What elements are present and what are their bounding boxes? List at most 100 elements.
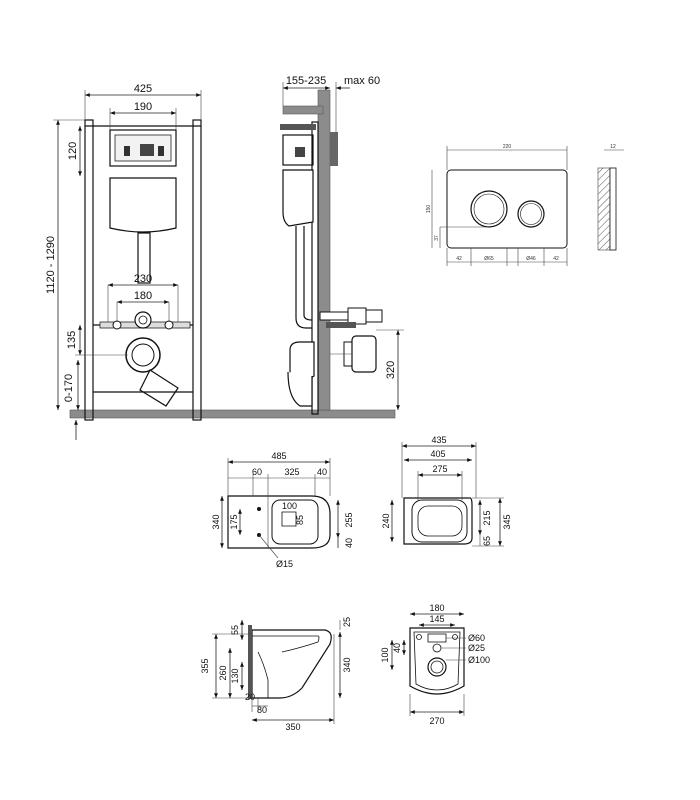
valve-right [158,146,164,156]
dim-total-height: 1120 - 1290 [45,236,57,294]
side-rim-height: 340 [342,657,352,672]
wall [317,89,331,411]
plate-width: 220 [503,144,512,150]
dim-drain-height: 135 [66,331,78,349]
bowl-top-hole [281,511,297,527]
dim-pipe-outer: 230 [134,273,152,285]
bowl-left-gap: 60 [252,467,262,477]
plate-small-button: Ø46 [526,256,536,262]
side-outlet-level: 130 [230,668,240,683]
valve-center [140,144,154,156]
side-length: 350 [285,722,300,732]
front-view: 425 190 120 1120 - 1290 230 180 135 0-17… [45,83,396,440]
side-drain-elbow [287,371,313,407]
wall-top-ledge [282,105,324,115]
back-drain-inner [430,660,444,674]
seat-bottom-gap: 65 [482,536,492,546]
valve-left [124,146,130,156]
plate-thickness: 12 [610,144,616,150]
right-rail [192,119,202,421]
side-base-offset: 20 [245,692,255,702]
dim-side-max: max 60 [344,75,380,87]
side-view: 155-235 max 60 320 [280,75,404,415]
back-bolt-outer: 180 [429,603,444,613]
plate-side [609,167,617,251]
side-outlet-height: 260 [218,665,228,680]
back-bolt-inner: 145 [429,614,444,624]
dim-pipe-inner: 180 [134,290,152,302]
bowl-side-outline [251,629,332,699]
bolt-hole-top [257,507,261,511]
seat-opening [417,505,463,537]
floor [69,409,396,419]
bowl-mount-spacing: 175 [229,514,239,529]
drain-elbow [139,369,179,407]
cistern [109,177,177,233]
side-drain-outlet [351,335,377,373]
dim-foot-height: 0-170 [63,374,75,402]
side-connector-end [365,309,383,323]
dim-side-connection: 320 [385,361,397,379]
seat-inner: 275 [432,464,447,474]
bowl-right-gap: 40 [317,467,327,477]
back-inlet [427,633,447,643]
side-top-bar [280,124,316,130]
bowl-top-view: 485 60 325 40 340 175 100 85 255 40 Ø15 [211,451,354,569]
side-total-height: 355 [200,658,210,673]
side-connector-cap [347,307,367,325]
bowl-hole-depth: 85 [295,515,305,525]
bowl-back-view: 180 145 100 40 Ø60 Ø25 Ø100 270 [380,603,490,726]
bowl-length: 485 [271,451,286,461]
bolt-left [112,320,122,330]
flush-button-small[interactable] [517,200,545,228]
back-bolt-right [452,634,458,640]
bowl-bottom-gap: 40 [344,538,354,548]
bowl-side-wall [248,625,252,699]
back-height: 100 [380,647,390,662]
plate-left-margin: 42 [456,256,462,262]
flush-plate-view: 220 150 37 42 Ø65 Ø46 42 12 [426,144,624,266]
bowl-side-view: 355 55 260 130 20 80 350 340 25 [200,617,352,732]
left-rail [84,119,94,421]
back-inlet-diameter: Ø25 [468,643,485,653]
bowl-height: 340 [211,514,221,529]
seat-inner-height: 215 [482,510,492,525]
seat-inner-length: 405 [430,449,445,459]
side-bolt [326,322,356,328]
side-rail [311,121,319,415]
seat-top-view: 435 405 275 240 215 65 345 [381,435,512,547]
side-rim-top: 25 [342,617,352,627]
bowl-inner-height: 255 [344,512,354,527]
back-outlet-diameter: Ø60 [468,633,485,643]
side-top-offset: 55 [230,625,240,635]
back-drain-diameter: Ø100 [468,655,490,665]
back-bolt-left [416,634,422,640]
down-pipe [137,232,151,284]
side-flush-box [282,134,314,166]
flush-box [109,129,177,167]
bowl-bolt-diameter: Ø15 [276,559,293,569]
back-width: 270 [429,716,444,726]
plate-big-button: Ø65 [484,256,494,262]
side-base-length: 80 [257,705,267,715]
bowl-inner-length: 325 [284,467,299,477]
back-inlet-circle [432,643,442,653]
side-valve [295,147,305,157]
side-cistern [282,169,314,227]
inlet-connector-inner [138,315,148,325]
back-offset: 40 [392,643,402,653]
seat-length: 435 [431,435,446,445]
dim-width: 425 [134,83,152,95]
bolt-right [164,320,174,330]
flush-button-large[interactable] [470,190,508,228]
seat-height: 240 [381,513,391,528]
plate-button-offset: 37 [434,235,440,241]
plate-right-margin: 42 [553,256,559,262]
plate-wall-hatch [597,167,611,251]
plate-height: 150 [426,205,432,214]
dim-top-height: 120 [67,142,79,160]
dim-inner-width: 190 [134,101,152,113]
seat-total-height: 345 [502,514,512,529]
